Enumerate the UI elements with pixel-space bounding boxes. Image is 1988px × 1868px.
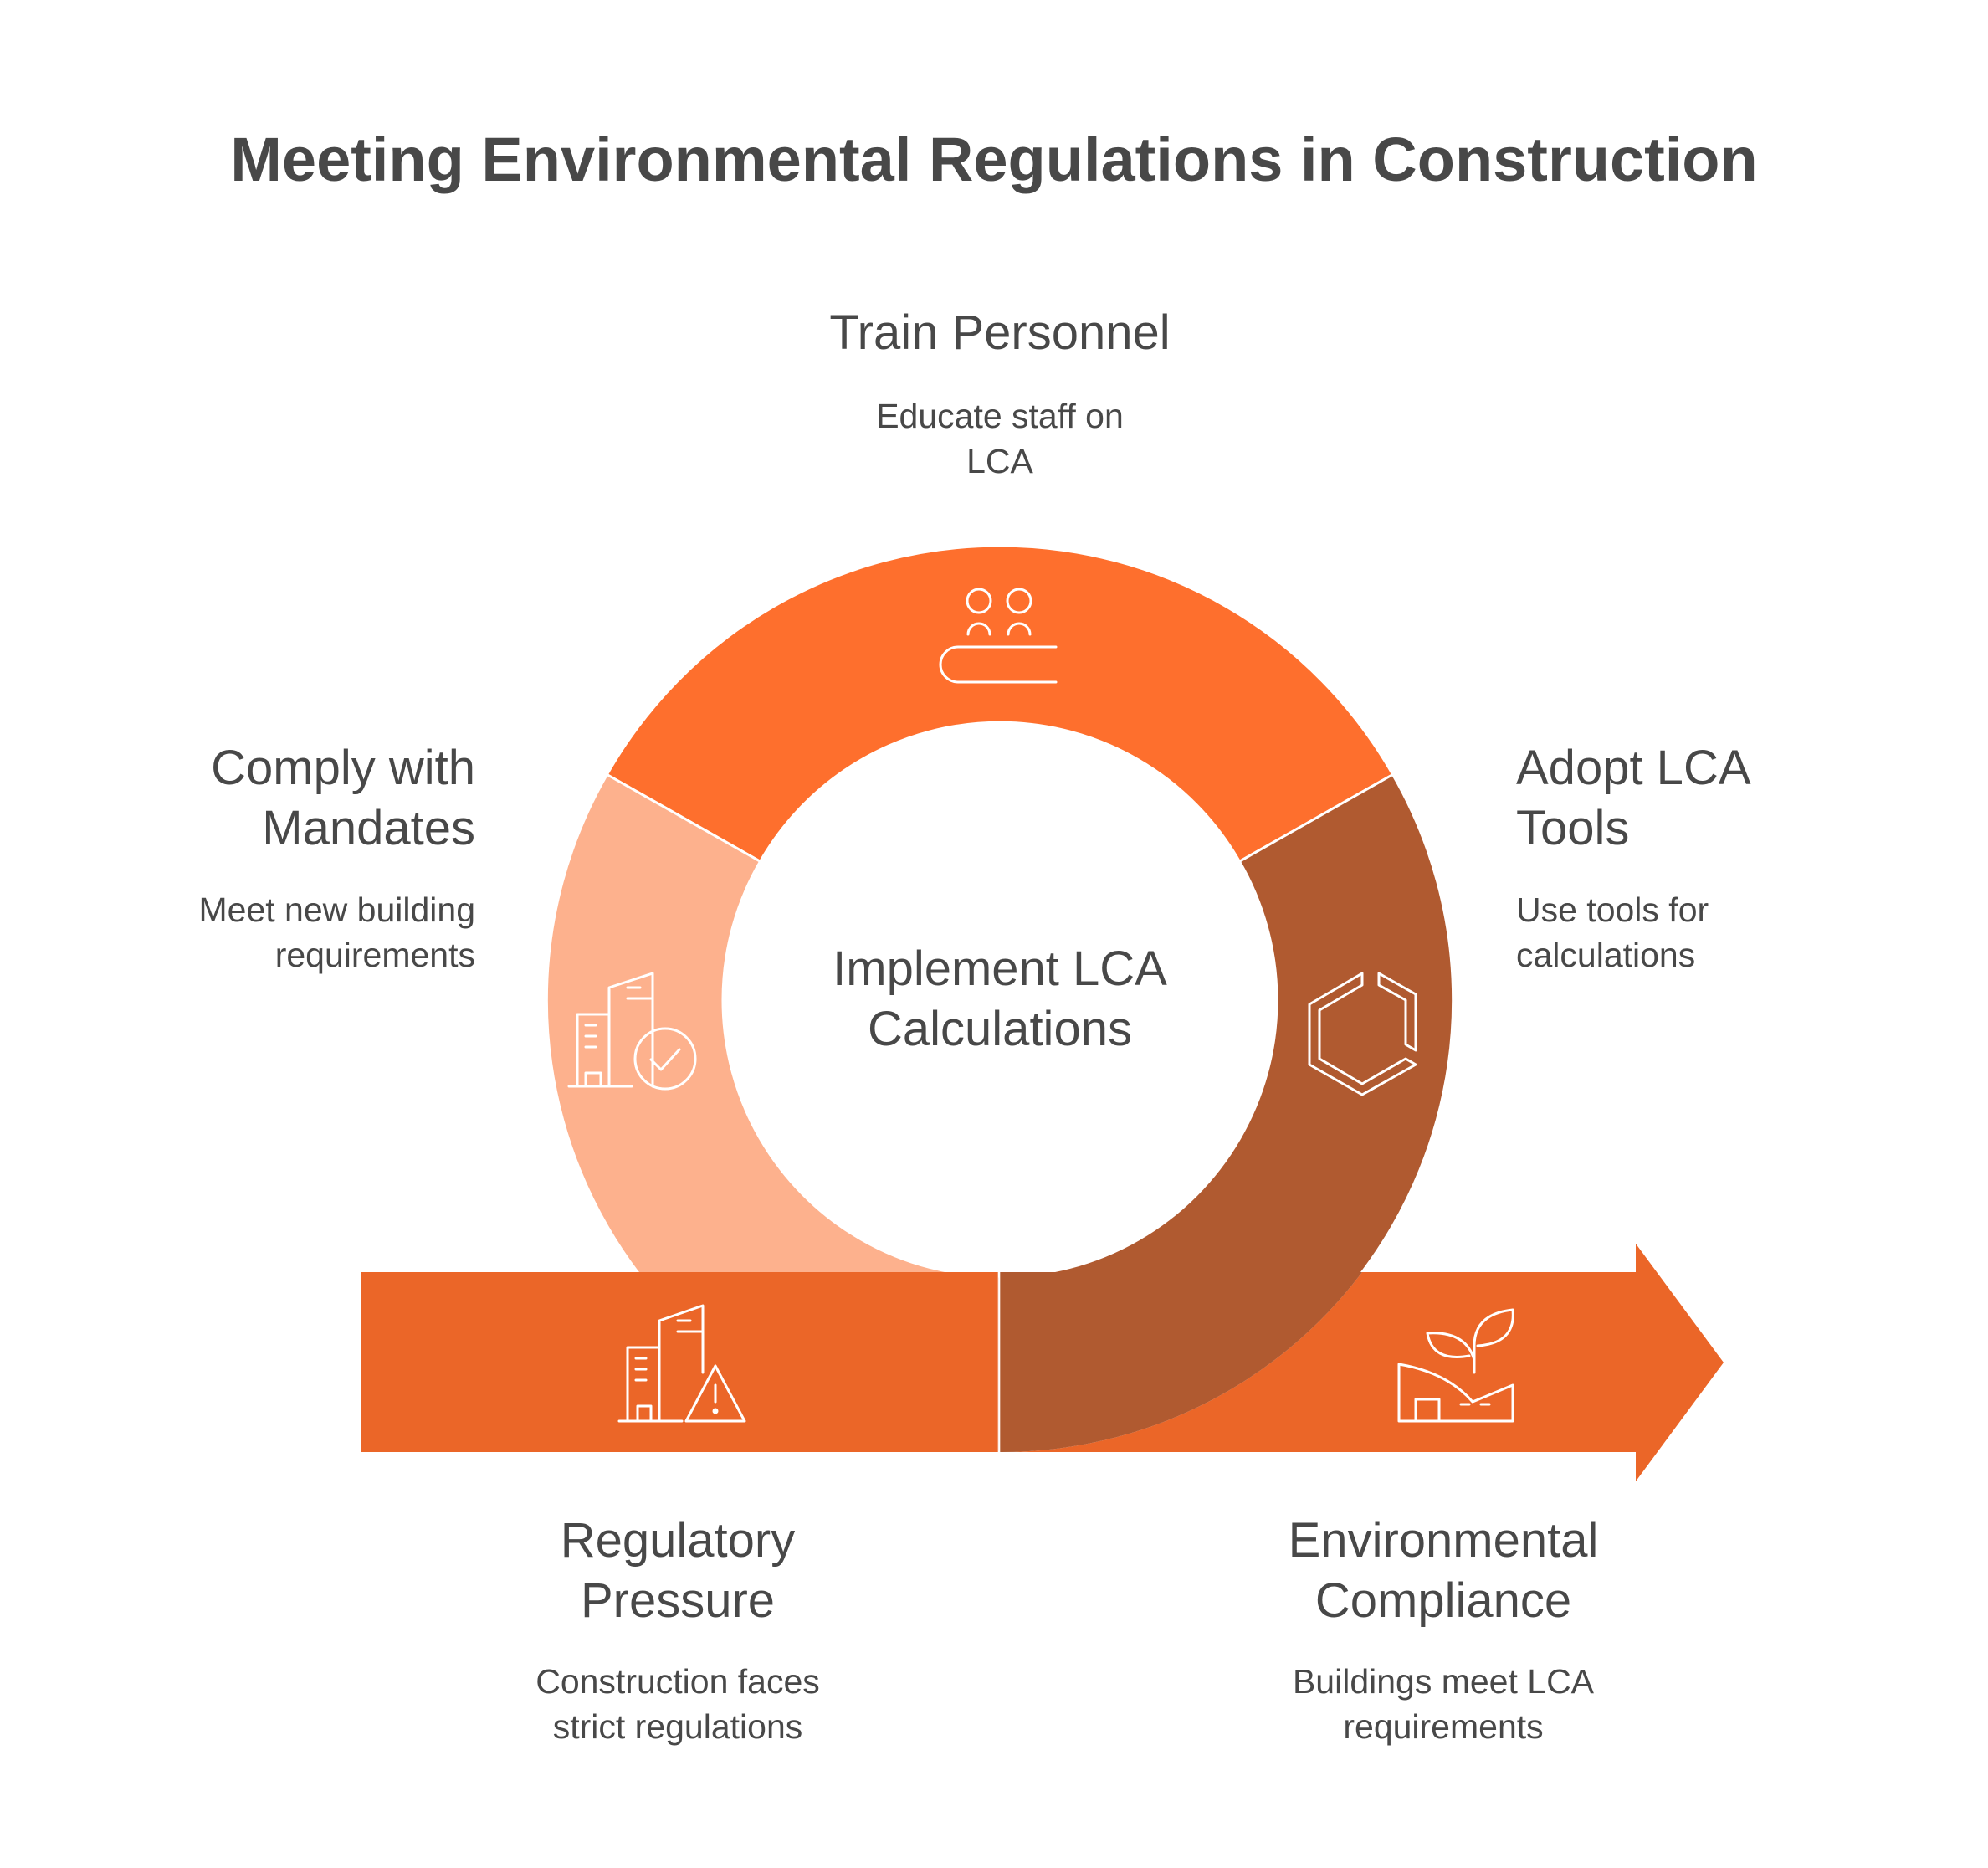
train-description-line-2: LCA — [966, 442, 1033, 480]
comply-description-line-1: Meet new building — [198, 890, 475, 929]
center-label: Implement LCA Calculations — [749, 939, 1251, 1060]
adopt-heading-line-1: Adopt LCA — [1516, 741, 1751, 795]
pressure-description-line-1: Construction faces — [535, 1662, 820, 1701]
pressure-heading: Regulatory Pressure — [427, 1511, 929, 1631]
ring-segment-top — [605, 544, 1395, 864]
hexagon-tool-icon — [1308, 972, 1417, 1096]
comply-description: Meet new building requirements — [109, 887, 475, 978]
comply-heading-line-2: Mandates — [262, 801, 475, 855]
train-description: Educate staff on LCA — [749, 393, 1251, 484]
building-warning-icon — [617, 1304, 746, 1423]
arrow-head — [1000, 1244, 1724, 1481]
compliance-heading-line-1: Environmental — [1288, 1513, 1599, 1568]
adopt-description-line-1: Use tools for — [1516, 890, 1709, 929]
compliance-heading: Environmental Compliance — [1192, 1511, 1694, 1631]
train-heading: Train Personnel — [749, 303, 1251, 363]
compliance-description-line-1: Buildings meet LCA — [1292, 1662, 1595, 1701]
pressure-description: Construction faces strict regulations — [427, 1659, 929, 1749]
diagram-title: Meeting Environmental Regulations in Con… — [230, 125, 1758, 194]
adopt-description-line-2: calculations — [1516, 936, 1696, 974]
adopt-description: Use tools for calculations — [1516, 887, 1918, 978]
ring-segment-right-front — [1000, 1272, 1362, 1453]
building-check-icon — [567, 972, 697, 1091]
compliance-description-line-2: requirements — [1343, 1707, 1544, 1746]
adopt-heading-line-2: Tools — [1516, 801, 1630, 855]
center-label-line-2: Calculations — [868, 1002, 1132, 1056]
pressure-description-line-2: strict regulations — [552, 1707, 803, 1746]
pressure-heading-line-1: Regulatory — [560, 1513, 796, 1568]
train-description-line-1: Educate staff on — [876, 397, 1124, 435]
train-heading-line-1: Train Personnel — [829, 305, 1171, 360]
center-label-line-1: Implement LCA — [833, 942, 1167, 996]
comply-description-line-2: requirements — [274, 936, 475, 974]
people-training-icon — [939, 588, 1058, 684]
compliance-heading-line-2: Compliance — [1314, 1573, 1572, 1628]
eco-building-icon — [1397, 1308, 1514, 1423]
pressure-heading-line-2: Pressure — [580, 1573, 776, 1628]
comply-heading: Comply with Mandates — [109, 738, 475, 859]
adopt-heading: Adopt LCA Tools — [1516, 738, 1918, 859]
compliance-description: Buildings meet LCA requirements — [1192, 1659, 1694, 1749]
arrow-overlay — [361, 1272, 998, 1452]
comply-heading-line-1: Comply with — [211, 741, 475, 795]
